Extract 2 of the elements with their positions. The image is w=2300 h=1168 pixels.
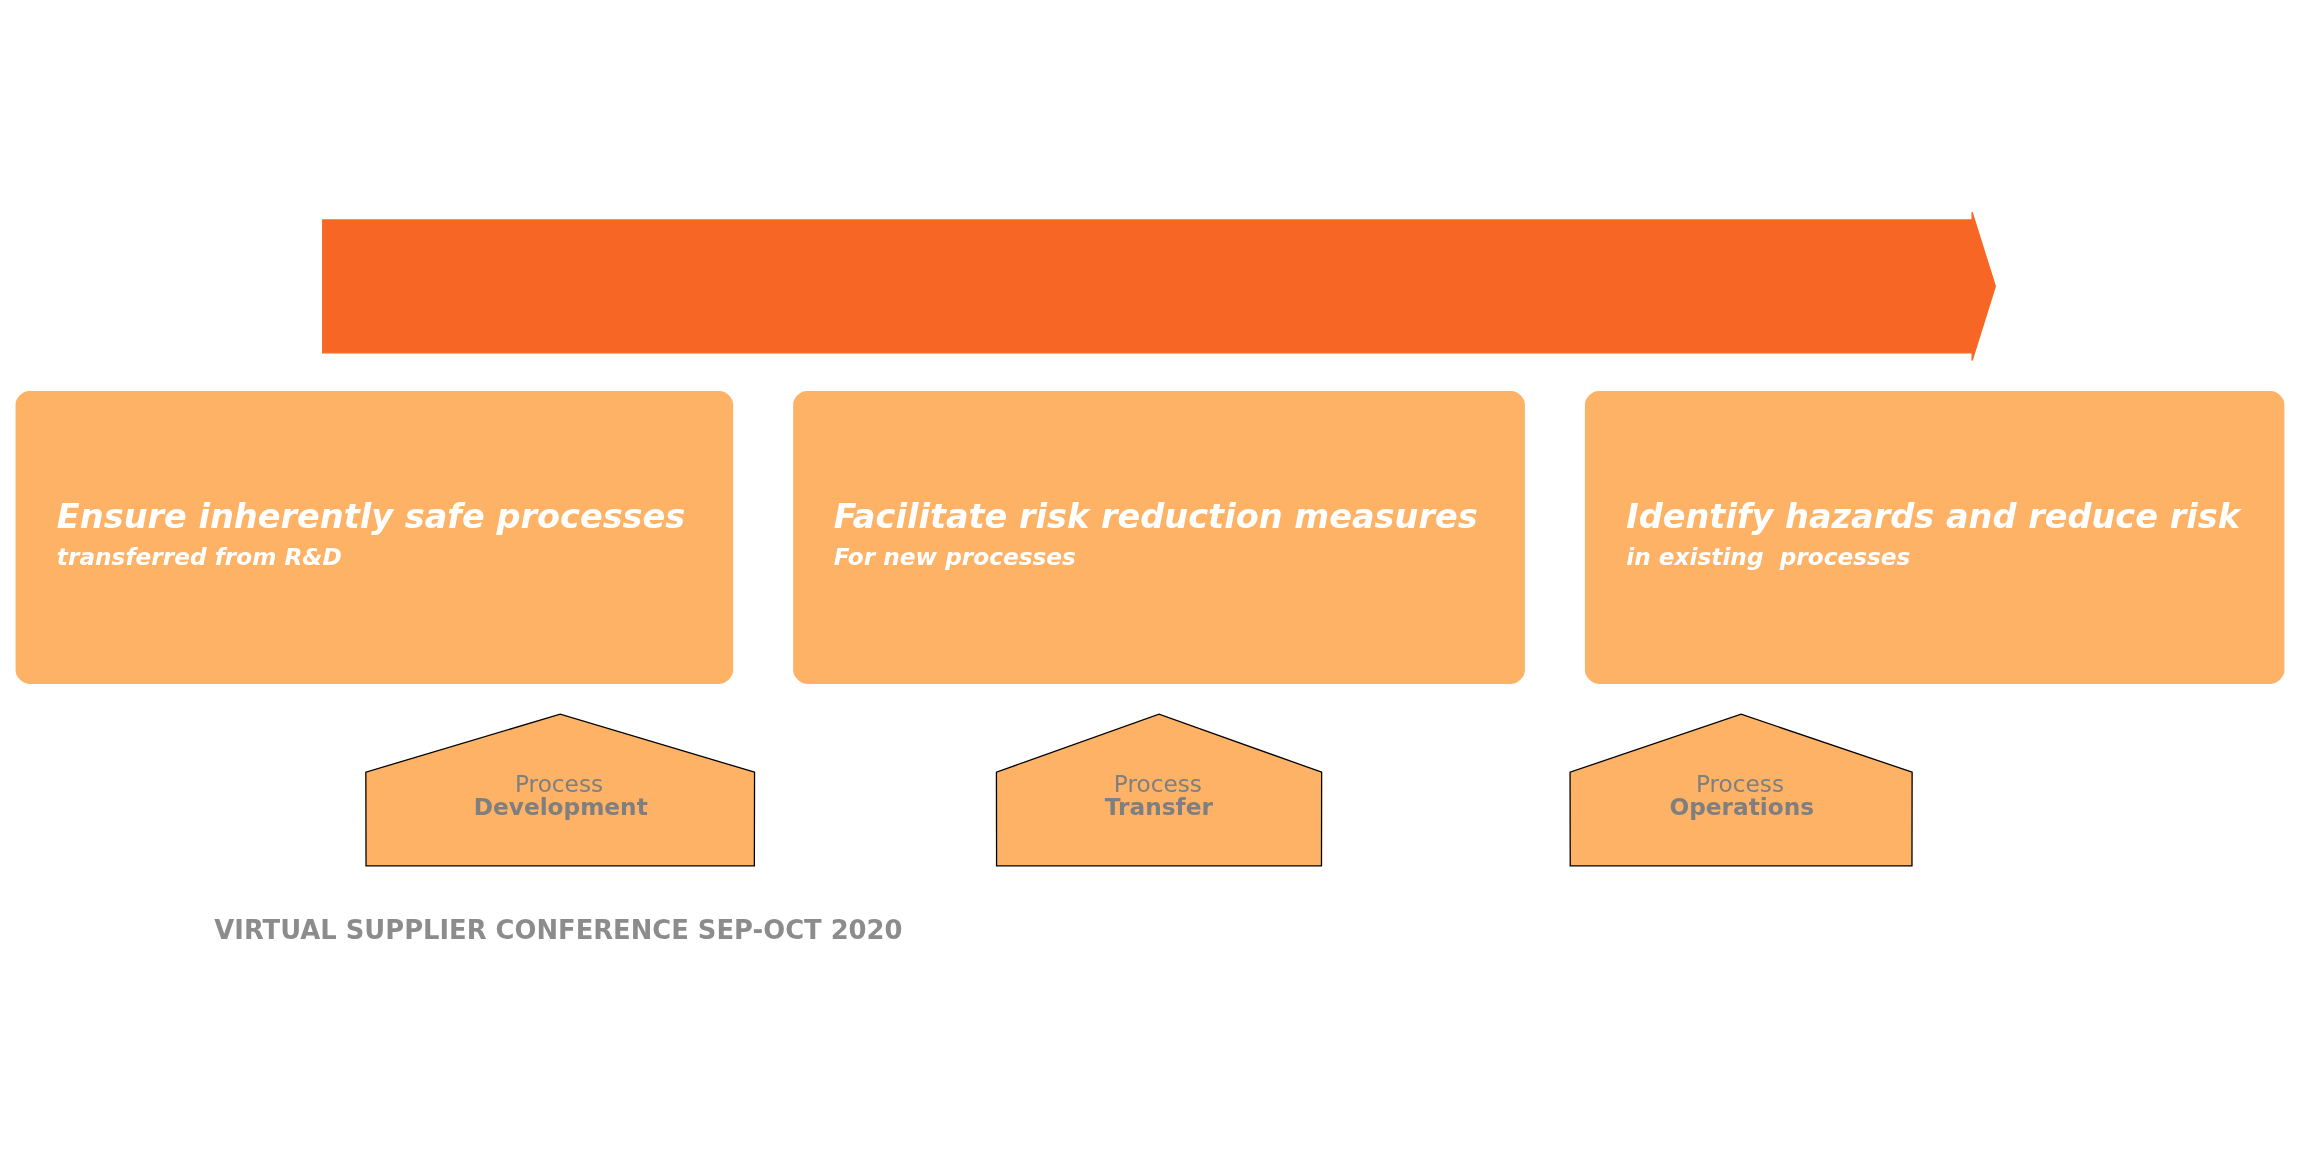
node-arrow — [322, 211, 1996, 361]
label: VIRTUAL SUPPLIER CONFERENCE SEP-OCT 2020 — [214, 914, 903, 945]
